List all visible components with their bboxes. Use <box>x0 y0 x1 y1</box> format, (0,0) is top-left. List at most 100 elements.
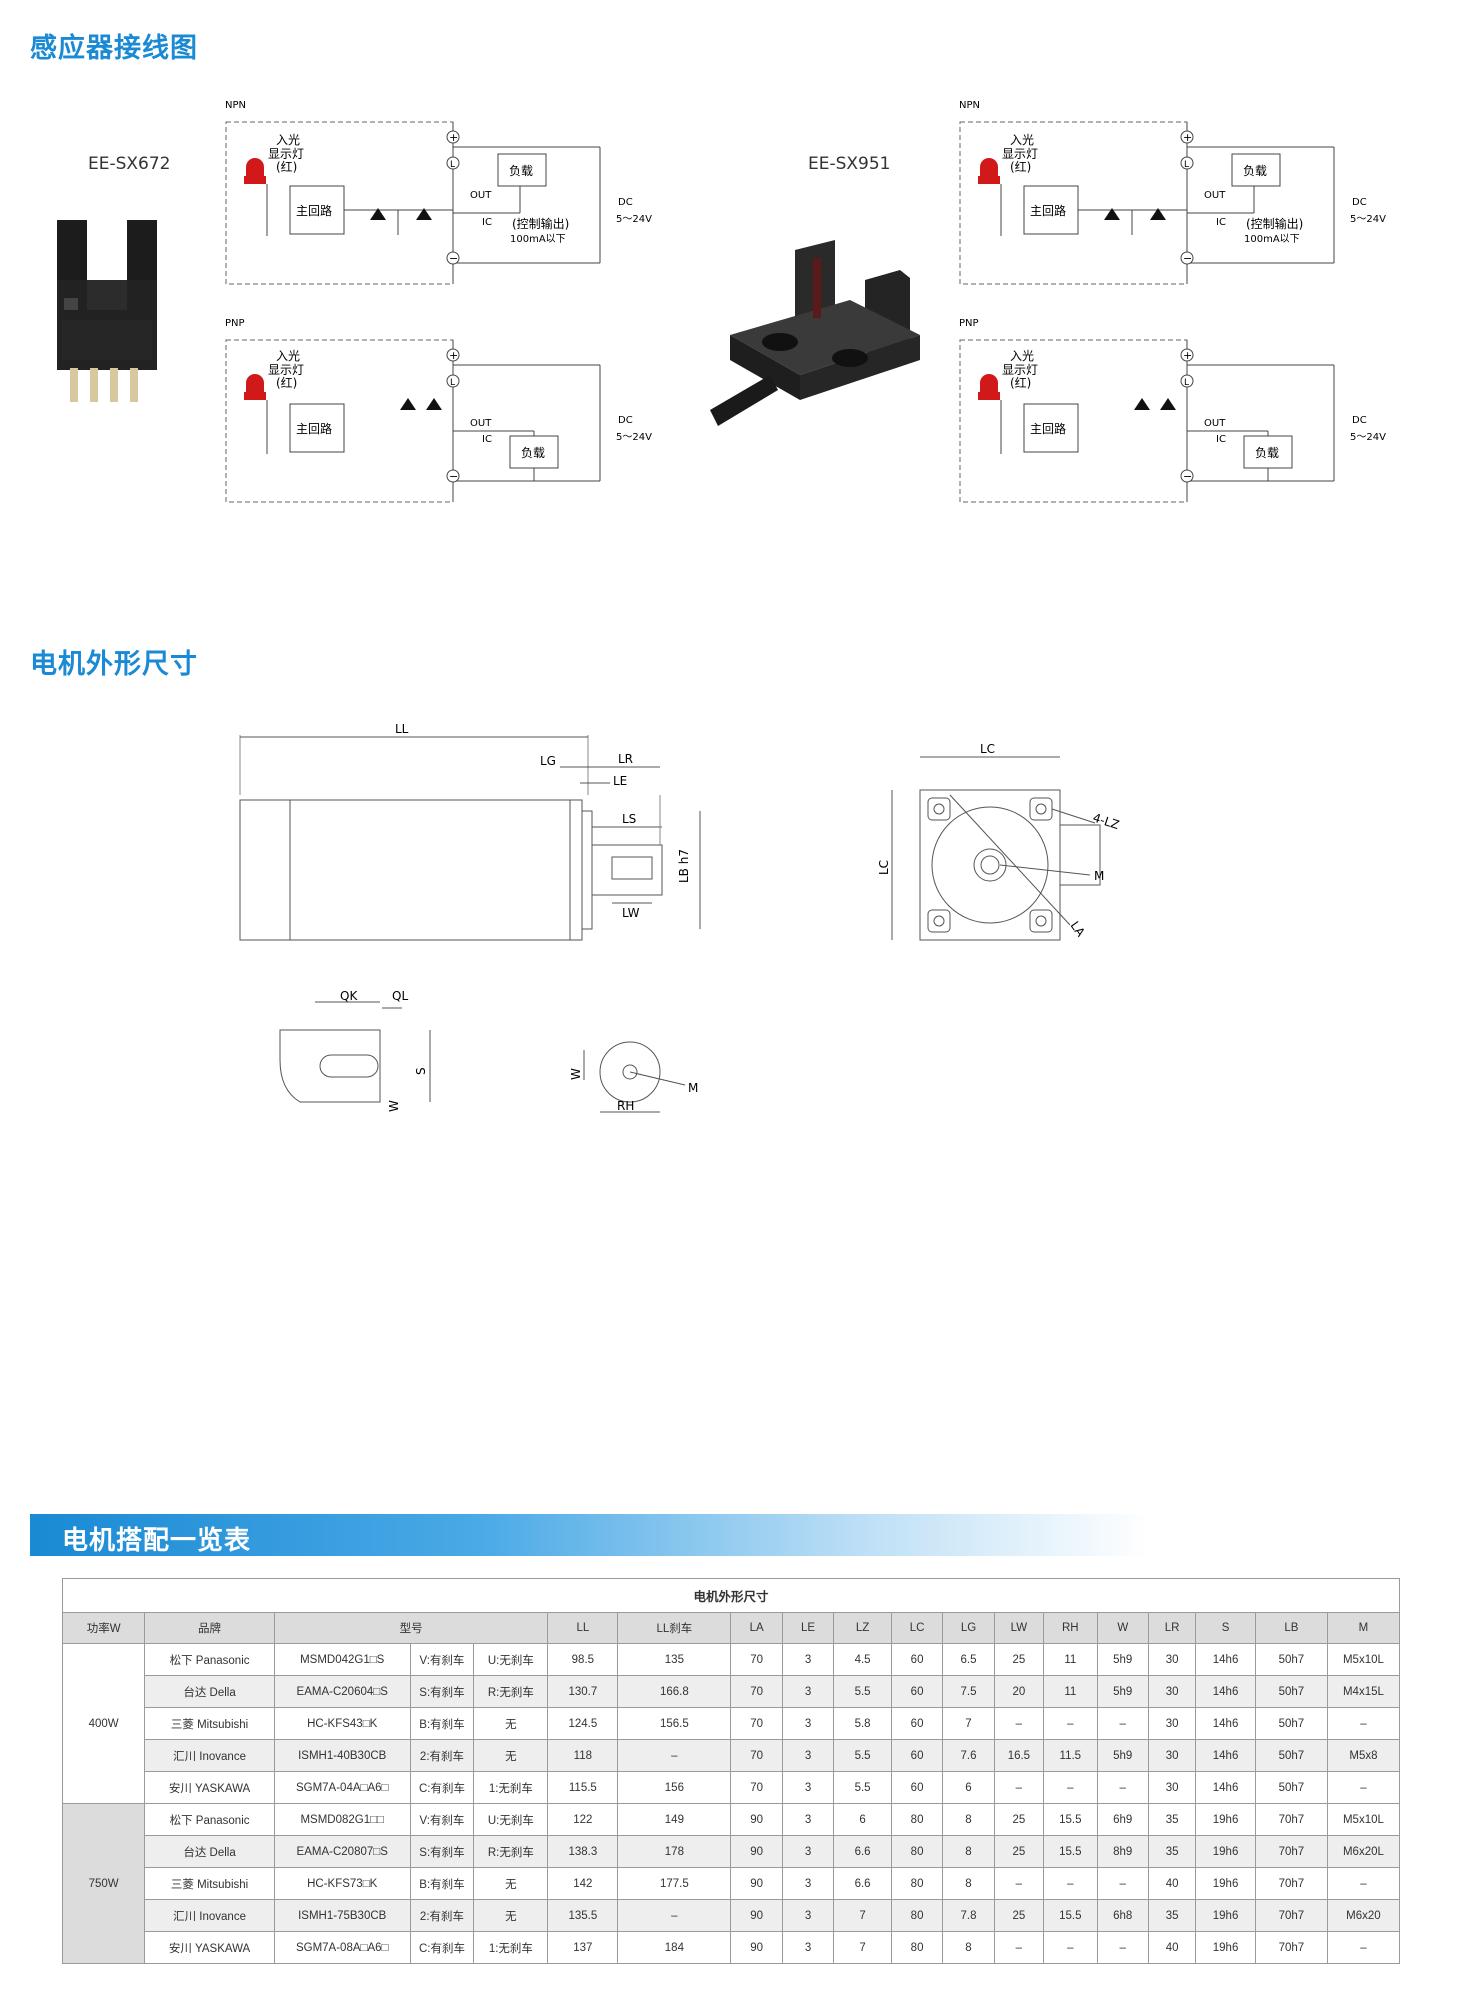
table-cell: 松下 Panasonic <box>144 1643 275 1676</box>
table-cell: 19h6 <box>1195 1835 1256 1868</box>
table-cell: 70 <box>730 1675 783 1708</box>
svg-text:DC: DC <box>1352 197 1367 208</box>
table-cell: 149 <box>617 1803 732 1836</box>
pnp-wiring-diagram-1: PNP 入光 显示灯 (红) 主回路 负载 + L − OUT IC DC 5～… <box>225 318 652 503</box>
sensor-ee-sx672-image <box>57 220 157 402</box>
table-cell: 松下 Panasonic <box>144 1803 275 1836</box>
table-cell: – <box>1096 1707 1149 1740</box>
table-cell: 90 <box>730 1867 783 1900</box>
table-cell: 137 <box>547 1931 619 1964</box>
table-cell: 5h9 <box>1096 1643 1149 1676</box>
table-cell: 30 <box>1147 1707 1197 1740</box>
table-cell: 25 <box>993 1835 1045 1868</box>
dim-lw: LW <box>622 906 640 920</box>
table-cell: 142 <box>547 1867 619 1900</box>
table-cell: 8 <box>942 1835 995 1868</box>
shaft-key-detail-drawing: QK QL S W <box>279 990 431 1112</box>
table-cell: 16.5 <box>993 1739 1045 1772</box>
table-cell: 35 <box>1147 1899 1197 1932</box>
svg-text:DC: DC <box>1352 415 1367 426</box>
table-cell: 5.5 <box>833 1675 892 1708</box>
table-cell: 3 <box>781 1707 835 1740</box>
table-cell: 3 <box>781 1867 835 1900</box>
table-cell: SGM7A-04A□A6□ <box>273 1771 411 1804</box>
table-cell: 25 <box>993 1643 1045 1676</box>
power-group-cell: 400W <box>61 1643 146 1804</box>
table-cell: 60 <box>890 1707 944 1740</box>
table-cell: 184 <box>617 1931 732 1964</box>
table-cell: 三菱 Mitsubishi <box>144 1867 275 1900</box>
table-cell: 1:无刹车 <box>473 1771 549 1804</box>
table-cell: 90 <box>730 1835 783 1868</box>
table-cell: – <box>617 1739 732 1772</box>
table-cell: 7.6 <box>942 1739 995 1772</box>
svg-text:DC: DC <box>618 415 633 426</box>
svg-text:100mA以下: 100mA以下 <box>510 234 566 245</box>
table-cell: 118 <box>547 1739 619 1772</box>
table-cell: MSMD082G1□□ <box>273 1803 411 1836</box>
table-cell: 80 <box>890 1835 944 1868</box>
table-cell: V:有刹车 <box>409 1803 475 1836</box>
table-cell: 4.5 <box>833 1643 892 1676</box>
dim-lc-side: LC <box>877 860 891 875</box>
table-cell: – <box>1096 1867 1149 1900</box>
table-cell: 7.8 <box>942 1899 995 1932</box>
svg-text:IC: IC <box>1216 217 1226 228</box>
svg-text:+: + <box>449 349 458 362</box>
table-cell: M6x20 <box>1326 1899 1401 1932</box>
table-cell: 90 <box>730 1899 783 1932</box>
table-header-cell: 品牌 <box>144 1612 275 1644</box>
section-title-dimensions: 电机外形尺寸 <box>30 649 198 680</box>
svg-text:+: + <box>1183 349 1192 362</box>
dim-m-shaft: M <box>688 1081 698 1095</box>
table-cell: 135 <box>617 1643 732 1676</box>
table-cell: ISMH1-40B30CB <box>273 1739 411 1772</box>
table-cell: – <box>1043 1931 1098 1964</box>
dim-s: S <box>414 1067 428 1075</box>
table-cell: 80 <box>890 1899 944 1932</box>
table-header-cell: LL刹车 <box>617 1612 732 1644</box>
table-cell: 178 <box>617 1835 732 1868</box>
table-cell: 11 <box>1043 1643 1098 1676</box>
table-cell: 98.5 <box>547 1643 619 1676</box>
table-cell: 70 <box>730 1771 783 1804</box>
table-cell: 7 <box>942 1707 995 1740</box>
table-cell: M5x10L <box>1326 1803 1401 1836</box>
table-header-cell: LG <box>942 1612 995 1644</box>
svg-text:负载: 负载 <box>1243 164 1267 178</box>
dim-le: LE <box>613 774 627 788</box>
svg-text:NPN: NPN <box>959 100 980 111</box>
table-cell: U:无刹车 <box>473 1803 549 1836</box>
table-cell: – <box>993 1931 1045 1964</box>
table-cell: 3 <box>781 1739 835 1772</box>
table-cell: 30 <box>1147 1675 1197 1708</box>
table-cell: – <box>617 1899 732 1932</box>
table-cell: ISMH1-75B30CB <box>273 1899 411 1932</box>
svg-text:5～24V: 5～24V <box>616 432 652 443</box>
main-circuit-label: 主回路 <box>296 203 332 218</box>
svg-text:(控制输出): (控制输出) <box>512 216 569 231</box>
table-cell: B:有刹车 <box>409 1867 475 1900</box>
svg-text:(红): (红) <box>276 159 297 174</box>
table-cell: 156.5 <box>617 1707 732 1740</box>
table-cell: 1:无刹车 <box>473 1931 549 1964</box>
table-header-cell: LR <box>1147 1612 1197 1644</box>
svg-text:主回路: 主回路 <box>296 421 332 436</box>
table-cell: 70h7 <box>1254 1931 1328 1964</box>
table-cell: 60 <box>890 1739 944 1772</box>
table-cell: 70h7 <box>1254 1803 1328 1836</box>
table-cell: – <box>1043 1771 1098 1804</box>
table-cell: 6.6 <box>833 1867 892 1900</box>
table-cell: 25 <box>993 1899 1045 1932</box>
table-cell: – <box>1326 1707 1401 1740</box>
table-cell: 无 <box>473 1739 549 1772</box>
table-cell: 138.3 <box>547 1835 619 1868</box>
table-cell: 50h7 <box>1254 1739 1328 1772</box>
table-cell: 70 <box>730 1643 783 1676</box>
table-cell: 60 <box>890 1643 944 1676</box>
table-cell: 60 <box>890 1675 944 1708</box>
table-cell: 25 <box>993 1803 1045 1836</box>
